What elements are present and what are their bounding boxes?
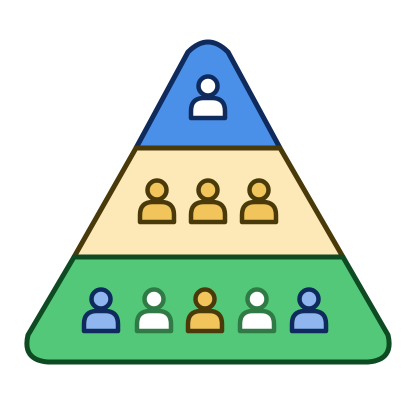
person-icon [289, 287, 329, 334]
person-body [81, 308, 121, 334]
person-body [188, 95, 228, 121]
person-body [239, 199, 279, 225]
person-body [188, 199, 228, 225]
person-head [142, 287, 166, 311]
person-head [245, 287, 269, 311]
person-body [134, 308, 174, 334]
person-icon [188, 74, 228, 121]
person-head [145, 178, 169, 202]
person-head [196, 178, 220, 202]
person-icon [237, 287, 277, 334]
person-head [196, 74, 220, 98]
person-icon [134, 287, 174, 334]
pyramid-people [81, 74, 329, 334]
person-icon [185, 287, 225, 334]
person-icon [137, 178, 177, 225]
person-body [137, 199, 177, 225]
person-body [237, 308, 277, 334]
person-body [185, 308, 225, 334]
person-head [297, 287, 321, 311]
person-icon [188, 178, 228, 225]
person-head [89, 287, 113, 311]
person-icon [81, 287, 121, 334]
person-head [247, 178, 271, 202]
person-icon [239, 178, 279, 225]
person-head [193, 287, 217, 311]
person-body [289, 308, 329, 334]
